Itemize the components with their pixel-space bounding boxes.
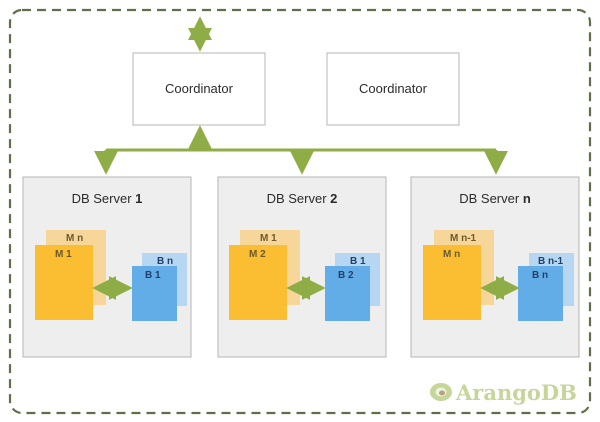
db-server-name: DB Server xyxy=(459,191,523,206)
coordinator-label-1: Coordinator xyxy=(165,81,233,96)
backup-shard-front-label: B n xyxy=(532,270,549,281)
coordinator-box-1 xyxy=(132,52,266,126)
avocado-logo-icon xyxy=(430,383,452,401)
master-shard-front-label: M 2 xyxy=(249,249,266,260)
db-server-number: 1 xyxy=(135,191,143,206)
coordinator-box-2 xyxy=(326,52,460,126)
master-shard-front-label: M n xyxy=(443,249,461,260)
backup-shard-front-label: B 1 xyxy=(145,270,161,281)
backup-shard-front xyxy=(132,266,177,321)
arangodb-logo-text: ArangoDB xyxy=(456,380,577,405)
cluster-boundary xyxy=(8,8,592,415)
db-server-name: DB Server xyxy=(266,191,331,206)
backup-shard-front-label: B 2 xyxy=(338,270,354,281)
db-server-number: 2 xyxy=(330,191,338,206)
master-shard-back-label: M 1 xyxy=(260,233,277,244)
master-shard-back-label: M n-1 xyxy=(450,233,477,244)
backup-shard-back-label: B 1 xyxy=(350,256,366,267)
coordinator-label-2: Coordinator xyxy=(359,81,427,96)
master-shard-back-label: M n xyxy=(66,233,84,244)
master-shard-front xyxy=(35,245,93,320)
db-server-number: n xyxy=(522,191,531,206)
db-server-title: DB Server 2 xyxy=(218,191,386,206)
db-server-name: DB Server xyxy=(71,191,136,206)
db-server-title: DB Server n xyxy=(411,191,579,206)
backup-shard-back-label: B n-1 xyxy=(538,256,563,267)
master-shard-front-label: M 1 xyxy=(55,249,72,260)
backup-shard-front xyxy=(325,266,370,321)
master-shard-front xyxy=(229,245,287,320)
db-server-title: DB Server 1 xyxy=(23,191,191,206)
backup-shard-front xyxy=(518,266,563,321)
master-shard-front xyxy=(423,245,481,320)
backup-shard-back-label: B n xyxy=(157,256,174,267)
